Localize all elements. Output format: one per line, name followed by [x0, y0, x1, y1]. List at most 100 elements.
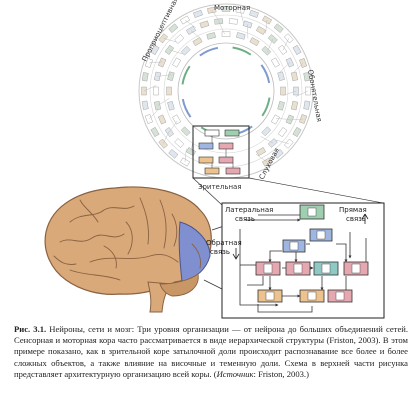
ring-node — [199, 20, 210, 29]
ring-node — [256, 25, 266, 35]
caption-text: Нейроны, сети и мозг: Три уровня организ… — [14, 324, 409, 379]
arrow-up-icon — [361, 213, 369, 224]
occipital-lobe — [178, 221, 211, 283]
ring-link — [239, 10, 244, 24]
ring-link — [148, 61, 163, 64]
ring-node — [292, 127, 302, 137]
ring-arc — [199, 46, 219, 57]
ring-node — [166, 86, 172, 96]
ring-arc — [260, 64, 271, 84]
zoom-line-left — [192, 177, 223, 206]
ring-link — [265, 19, 268, 34]
ring-link — [275, 139, 289, 144]
ring-node — [174, 138, 185, 148]
ring-link — [157, 98, 170, 106]
cortex-ring-diagram: Моторная Проприоцептивная Обонятельная С… — [138, 0, 323, 191]
ring-node — [277, 44, 288, 55]
ring-link — [184, 19, 197, 29]
ring-node — [180, 45, 191, 56]
ring-node — [290, 100, 299, 111]
ring-node — [168, 23, 179, 33]
ring-node — [249, 37, 260, 47]
ring-link — [148, 109, 159, 120]
ring-arc — [181, 65, 191, 85]
arrow-down-icon — [232, 248, 240, 260]
ring-node — [277, 71, 285, 81]
ring-node — [270, 114, 280, 125]
figure-caption: Рис. 3.1. Нейроны, сети и мозг: Три уров… — [14, 324, 408, 380]
caption-label: Рис. 3.1. — [14, 324, 47, 334]
ring-node — [277, 101, 285, 111]
ring-node — [167, 71, 175, 81]
label-proprioceptive: Проприоцептивная — [141, 0, 181, 63]
ring-node — [228, 18, 238, 25]
ring-node — [236, 32, 246, 40]
ring-node — [273, 149, 284, 159]
visual-module-highlight — [192, 125, 250, 179]
ring-feedback-arcs — [181, 46, 271, 136]
ring-link — [163, 38, 177, 43]
ring-network-nodes — [141, 6, 311, 167]
ring-node — [261, 45, 272, 56]
ring-node — [172, 114, 182, 125]
ring-arc — [232, 46, 252, 56]
ring-link — [211, 10, 220, 22]
caption-source: : Friston, 2003.) — [253, 368, 309, 379]
ring-link — [169, 120, 178, 133]
ring-node — [273, 23, 284, 33]
ring-node — [157, 57, 167, 68]
ring-node — [150, 45, 160, 55]
ring-node — [221, 6, 231, 12]
ring-link — [289, 118, 304, 121]
ring-link — [143, 85, 157, 92]
figure: Моторная Проприоцептивная Обонятельная С… — [44, 0, 385, 319]
ring-node — [150, 127, 160, 137]
ring-node — [249, 9, 259, 18]
brain-illustration — [44, 186, 212, 313]
ring-arc — [261, 97, 271, 117]
ring-node — [303, 100, 311, 110]
ring-link — [295, 90, 309, 97]
ring-link — [190, 30, 202, 40]
label-olfactory: Обонятельная — [306, 69, 323, 123]
ring-link — [282, 90, 297, 96]
ring-link — [169, 49, 183, 55]
ring-link — [184, 148, 187, 163]
ring-node — [167, 101, 175, 111]
ring-node — [168, 149, 179, 159]
caption-source-label: Источник — [216, 368, 254, 379]
ring-node — [180, 126, 191, 137]
ring-link — [255, 153, 268, 163]
ring-link — [293, 62, 304, 73]
ring-node — [290, 71, 299, 82]
ring-link — [162, 131, 170, 144]
ring-node — [192, 37, 203, 47]
ring-link — [157, 74, 172, 77]
zoom-line-right — [248, 177, 384, 204]
ring-node — [270, 57, 280, 68]
ring-node — [193, 9, 203, 18]
ring-link — [279, 62, 291, 73]
ring-arc — [181, 98, 192, 118]
ring-node — [280, 86, 286, 96]
ring-link — [218, 21, 225, 35]
ring-link — [282, 38, 290, 51]
ring-node — [261, 126, 272, 137]
ring-network-links — [143, 10, 309, 163]
ring-node — [157, 114, 167, 125]
ring-node — [206, 32, 216, 40]
ring-node — [256, 147, 266, 157]
ring-node — [141, 100, 149, 110]
ring-link — [276, 118, 290, 120]
ring-node — [277, 127, 288, 138]
ring-node — [153, 86, 159, 96]
label-visual: Зрительная — [198, 183, 242, 191]
ring-node — [174, 34, 185, 44]
ring-node — [292, 45, 302, 55]
ring-node — [172, 57, 182, 68]
ring-node — [141, 72, 149, 82]
